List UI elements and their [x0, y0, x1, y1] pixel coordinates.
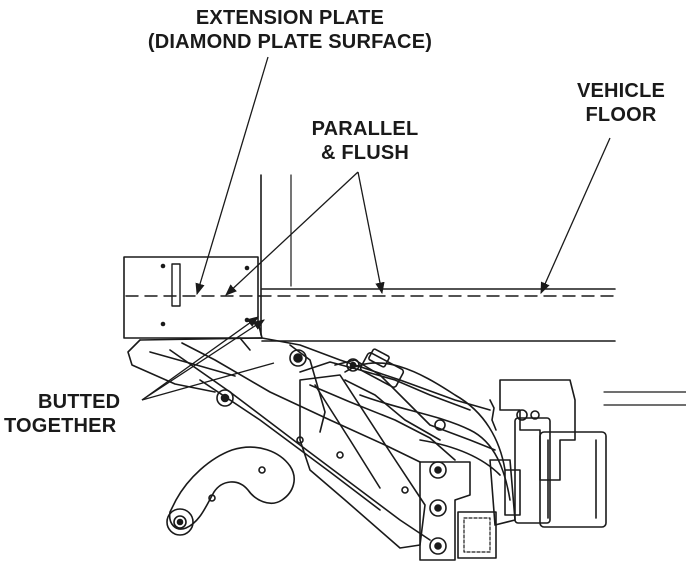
vehicle-floor-label-line1: VEHICLE — [576, 80, 666, 102]
butted-together-label: BUTTED TOGETHER — [4, 390, 164, 438]
parallel-flush-label-line1: PARALLEL — [311, 118, 419, 140]
vehicle-floor-leader — [540, 137, 611, 295]
parallel-flush-leader-left — [225, 171, 359, 296]
butted-together-label-line2: TOGETHER — [4, 415, 117, 437]
vehicle-floor — [261, 288, 616, 342]
vehicle-floor-label: VEHICLE FLOOR — [556, 79, 686, 127]
parallel-flush-label-line2: & FLUSH — [320, 142, 410, 164]
extension-plate-label-line1: EXTENSION PLATE — [195, 7, 385, 29]
vehicle-floor-label-line2: FLOOR — [585, 104, 657, 126]
butted-together-leader-1 — [141, 316, 259, 401]
extension-plate-label-line2: (DIAMOND PLATE SURFACE) — [147, 31, 433, 53]
extension-plate-leader — [195, 56, 269, 296]
extension-plate-label: EXTENSION PLATE (DIAMOND PLATE SURFACE) — [95, 6, 485, 54]
lower-housing — [419, 461, 497, 561]
pump-motor — [489, 379, 607, 528]
pivot-hubs — [216, 349, 446, 494]
butted-together-leader-2 — [141, 319, 265, 401]
parallel-flush-leader-right — [357, 171, 385, 295]
butted-together-leader-3 — [141, 362, 275, 401]
parallel-flush-label: PARALLEL & FLUSH — [290, 117, 440, 165]
roll-stop — [166, 446, 295, 536]
butted-together-label-line1: BUTTED — [38, 391, 121, 413]
extension-plate — [123, 256, 263, 339]
